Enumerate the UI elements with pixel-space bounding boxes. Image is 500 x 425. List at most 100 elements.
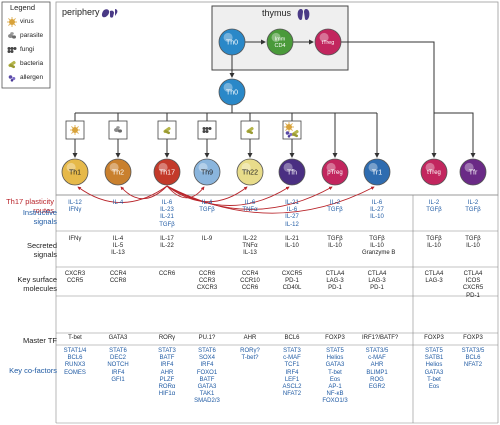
- key-co-factors-entry: STAT3: [283, 348, 301, 354]
- instructive-signals-entry: IL-2: [428, 200, 440, 206]
- key-surface-molecules-entry: LAG-3: [425, 278, 443, 285]
- legend-item-fungi: fungi: [20, 46, 35, 53]
- key-co-factors-entry: SATB1: [424, 355, 444, 362]
- plasticity-routes-label: Th17 plasticity routes: [6, 197, 54, 215]
- key-co-factors-entry: STAT6: [198, 348, 216, 354]
- periphery-organs-icon: [101, 9, 118, 18]
- pathogen-box-th17: [157, 120, 177, 140]
- key-co-factors-entry: BLIMP1: [366, 369, 388, 376]
- instructive-signals-entry: TGFβ: [327, 207, 343, 214]
- pathogen-box-tfh: [282, 120, 302, 140]
- master-tf-entry: FOXP3: [325, 334, 345, 341]
- legend-title: Legend: [10, 3, 36, 12]
- instructive-signals-entry: IL-6: [244, 200, 256, 206]
- master-tf-entry: IRF1?/BATF?: [362, 334, 399, 341]
- pathogen-box-th1: [65, 120, 85, 140]
- key-co-factors-entry: BATF: [199, 376, 215, 383]
- key-co-factors-entry: NFAT2: [282, 391, 302, 398]
- key-surface-molecules-entry: PD-1: [328, 285, 342, 292]
- key-co-factors-entry: AHR: [370, 362, 384, 369]
- thymus-label: thymus: [262, 8, 292, 18]
- instructive-signals-entry: TNFα: [242, 207, 258, 214]
- key-surface-molecules-entry: CTLA4: [463, 271, 483, 277]
- legend-box: [1, 1, 51, 89]
- instructive-signals-entry: IL-27: [370, 207, 384, 214]
- subset-cell-th2: Th2: [104, 158, 132, 186]
- legend-item-parasite: parasite: [20, 32, 44, 39]
- mixed-pathogen-icon: [284, 122, 299, 138]
- instructive-signals-entry: IL-2: [329, 200, 341, 206]
- key-co-factors-entry: TAK1: [199, 391, 215, 398]
- master-tf-entry: FOXP3: [424, 334, 444, 341]
- key-surface-molecules-entry: CXCR5: [462, 285, 484, 292]
- subset-cell-th17: Th17: [153, 158, 181, 186]
- key-surface-molecules-entry: CCR4: [109, 271, 127, 277]
- key-co-factors-entry: NF-κB: [326, 391, 344, 398]
- master-tf-entry: FOXP3: [463, 334, 483, 341]
- secreted-signals-entry: IL-5: [112, 243, 124, 250]
- subset-cell-th17-label: Th17: [159, 169, 175, 176]
- secreted-signals-entry: IL-22: [160, 243, 174, 250]
- key-surface-molecules-entry: CXCR5: [281, 271, 303, 277]
- master-tf-entry: RORγ: [158, 334, 176, 341]
- key-co-factors-entry: RORα: [158, 383, 176, 390]
- master-tf-row-label: Master TF: [22, 336, 57, 345]
- key-co-factors-entry: Helios: [425, 362, 443, 369]
- instructive-signals-entry: IL-6: [161, 200, 173, 206]
- secreted-signals-entry: IL-9: [201, 236, 213, 242]
- secreted-signals-entry: TGFβ: [369, 236, 385, 242]
- key-co-factors-entry: Eos: [329, 376, 341, 383]
- instructive-signals-entry: IFNγ: [68, 207, 82, 214]
- secreted-signals-entry: IL-10: [466, 243, 480, 250]
- thymus-cell-ttreg: tTreg: [314, 28, 342, 56]
- key-co-factors-entry: Eos: [428, 383, 440, 390]
- thymus-organ-icon: [297, 9, 310, 21]
- key-co-factors-entry: STAT3: [158, 348, 176, 354]
- key-surface-molecules-entry: LAG-3: [368, 278, 386, 285]
- master-tf-cell: GATA3: [103, 335, 133, 342]
- master-tf-cell: IRF1?/BATF?: [362, 334, 399, 342]
- subset-cell-th22-label: Th22: [242, 169, 258, 176]
- subset-cell-tfh-label: Tfh: [287, 169, 297, 176]
- key-surface-molecules-entry: CD40L: [282, 285, 302, 292]
- key-co-factors-entry: NFAT2: [463, 362, 483, 369]
- thymus-cell-ttreg-label: tTreg: [322, 40, 335, 46]
- key-co-factors-entry: AHR: [160, 369, 174, 376]
- secreted-signals-entry: IL-4: [112, 236, 124, 242]
- thymus-cell-th0-label: Th0: [226, 39, 238, 46]
- key-co-factors-entry: IRF4: [160, 362, 174, 369]
- thymus-cell-imm-cd4-label: Imm: [275, 37, 286, 43]
- thymus-cell-th0: Th0: [218, 28, 246, 56]
- instructive-signals-entry: IL-27: [285, 214, 299, 221]
- subset-cell-ttreg-label: tTreg: [427, 170, 441, 176]
- master-tf-entry: PU.1?: [198, 334, 216, 341]
- instructive-signals-entry: IL-6: [371, 200, 383, 206]
- secreted-signals-cell: IL-9: [192, 236, 222, 243]
- master-tf-cell: FOXP3: [419, 335, 449, 342]
- key-co-factors-entry: ASCL2: [282, 383, 302, 390]
- master-tf-cell: RORγ: [152, 335, 182, 342]
- parasite-icon: [114, 126, 122, 133]
- master-tf-cell: BCL6: [277, 335, 307, 342]
- key-surface-molecules-entry: CXCR3: [196, 285, 218, 292]
- master-tf-entry: AHR: [243, 334, 257, 341]
- key-co-factors-entry: STAT3/5: [365, 348, 389, 354]
- subset-cell-tr1: Tr1: [363, 158, 391, 186]
- parasite-icon: [8, 32, 16, 39]
- key-co-factors-entry: SMAD2/3: [194, 398, 220, 405]
